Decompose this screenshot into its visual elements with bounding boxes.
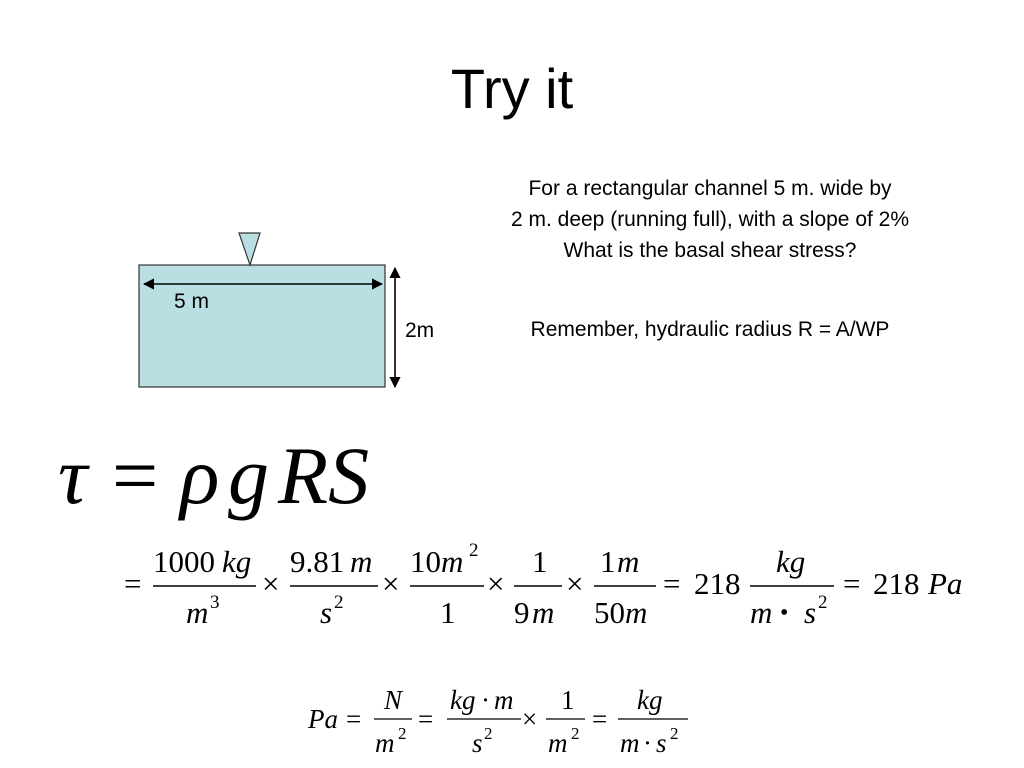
- kg-unit: kg: [450, 685, 475, 715]
- equals-sign: =: [418, 704, 433, 734]
- width-label: 5 m: [174, 290, 210, 313]
- denominator-unit: m: [532, 595, 554, 630]
- exponent: 3: [210, 592, 220, 613]
- second-unit: s: [472, 728, 483, 758]
- problem-line: For a rectangular channel 5 m. wide by: [528, 177, 892, 200]
- numerator-value: 1: [600, 544, 616, 579]
- slide-title: Try it: [450, 57, 574, 120]
- numerator-value: 9.81: [290, 544, 344, 579]
- dot-operator: ·: [481, 685, 490, 715]
- times-sign: ×: [522, 704, 537, 734]
- tau-symbol: τ: [58, 430, 90, 521]
- equals-sign: =: [592, 704, 607, 734]
- depth-label: 2m: [405, 319, 435, 342]
- dot-operator: ·: [643, 728, 652, 758]
- equals-sign: =: [346, 704, 361, 734]
- unit-numerator: kg: [776, 544, 805, 579]
- result-value: 218: [873, 566, 920, 601]
- problem-line: 2 m. deep (running full), with a slope o…: [510, 208, 910, 231]
- meter-unit: m: [375, 728, 395, 758]
- problem-line: What is the basal shear stress?: [563, 239, 857, 262]
- times-sign: ×: [487, 566, 504, 601]
- rs-symbols: RS: [277, 430, 369, 521]
- rho-symbol: ρ: [177, 430, 219, 521]
- numerator-unit: m: [350, 544, 372, 579]
- exponent: 2: [571, 724, 580, 743]
- exponent: 2: [818, 592, 828, 613]
- denominator-unit: m: [186, 595, 208, 630]
- second-unit: s: [656, 728, 667, 758]
- pa-unit: Pa: [307, 704, 338, 734]
- one-value: 1: [561, 685, 575, 715]
- hydraulic-radius-note: Remember, hydraulic radius R = A/WP: [530, 318, 890, 341]
- numerator-value: 10: [410, 544, 441, 579]
- exponent: 2: [469, 540, 479, 561]
- times-sign: ×: [382, 566, 399, 601]
- numerator-value: 1000: [153, 544, 215, 579]
- numerator-value: 1: [532, 544, 548, 579]
- problem-statement: For a rectangular channel 5 m. wide by 2…: [440, 173, 980, 266]
- meter-unit: m: [620, 728, 640, 758]
- exponent: 2: [484, 724, 493, 743]
- times-sign: ×: [262, 566, 279, 601]
- equals-sign: =: [663, 566, 680, 601]
- equals-sign: =: [124, 566, 141, 601]
- water-surface-marker-icon: [238, 232, 261, 267]
- denominator-unit: m: [625, 595, 647, 630]
- result-unit: Pa: [927, 566, 962, 601]
- unit-denominator-s: s: [804, 595, 816, 630]
- meter-unit: m: [548, 728, 568, 758]
- numerator-unit: kg: [222, 544, 251, 579]
- kg-unit: kg: [637, 685, 662, 715]
- denominator-value: 1: [440, 595, 456, 630]
- numerator-unit: m: [441, 544, 463, 579]
- meter-unit: m: [494, 685, 514, 715]
- equals-sign: =: [843, 566, 860, 601]
- denominator-value: 9: [514, 595, 530, 630]
- times-sign: ×: [566, 566, 583, 601]
- bullet-operator: •: [780, 600, 788, 626]
- result-value: 218: [694, 566, 741, 601]
- equals-sign: =: [112, 430, 158, 521]
- exponent: 2: [334, 592, 344, 613]
- numerator-unit: m: [617, 544, 639, 579]
- exponent: 2: [398, 724, 407, 743]
- denominator-unit: s: [320, 595, 332, 630]
- newton-unit: N: [383, 685, 404, 715]
- denominator-value: 50: [594, 595, 625, 630]
- exponent: 2: [670, 724, 679, 743]
- unit-denominator-m: m: [750, 595, 772, 630]
- g-symbol: g: [228, 430, 269, 521]
